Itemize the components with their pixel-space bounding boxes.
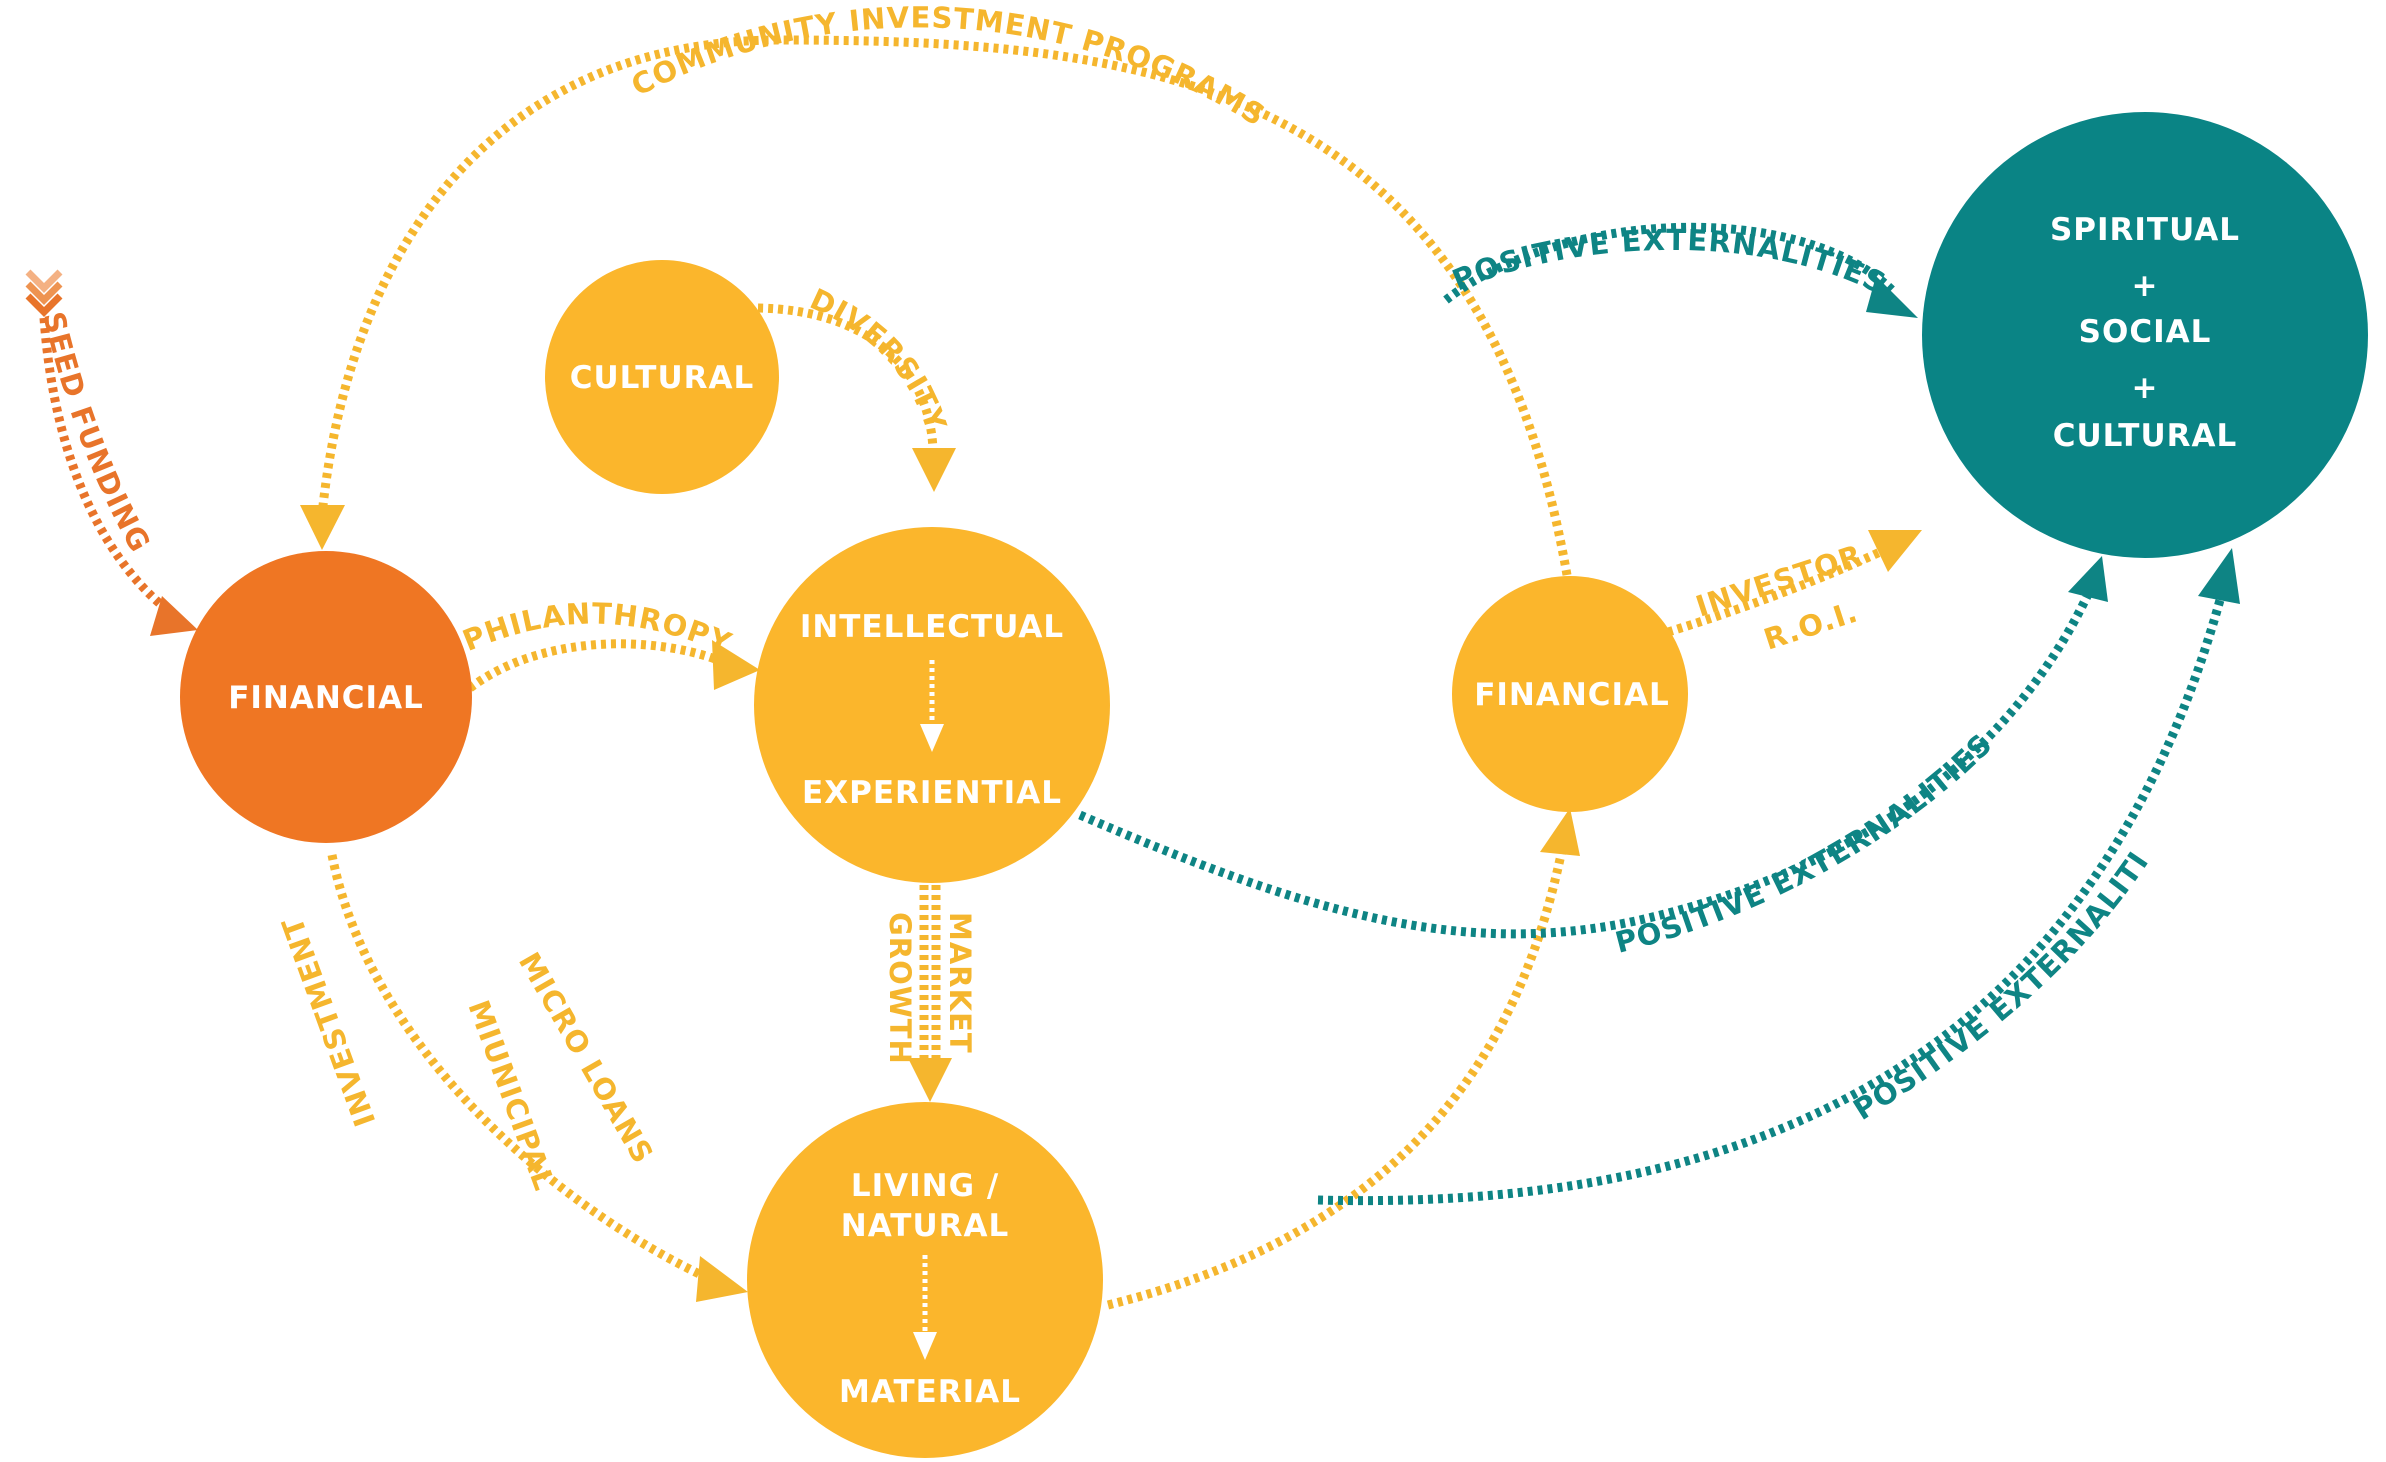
label-cultural: CULTURAL [570, 360, 754, 396]
label-plus-2: + [2132, 370, 2159, 406]
label-material: MATERIAL [839, 1374, 1021, 1410]
seed-chevron-icon [25, 269, 63, 317]
node-spiritual [1922, 112, 2368, 558]
arrow-head-philanthropy [712, 640, 760, 690]
edge-pos-ext-mid [1078, 588, 2095, 939]
arrow-head-community [300, 505, 345, 550]
arrow-head-pos-ext-low [2198, 548, 2240, 604]
label-spiritual: SPIRITUAL [2050, 212, 2240, 248]
node-financial-right [1452, 576, 1688, 812]
label-roi: R.O.I. [1760, 594, 1863, 656]
edge-diversity [757, 303, 938, 451]
label-living: LIVING / [851, 1168, 999, 1204]
arrow-head-pos-ext-mid [2068, 556, 2108, 602]
label-natural: NATURAL [841, 1208, 1009, 1244]
label-cultural-big: CULTURAL [2053, 418, 2237, 454]
edge-pos-ext-low [1317, 598, 2225, 1206]
label-market: MARKET [943, 912, 977, 1054]
edge-seed-funding [39, 317, 181, 622]
node-cultural [545, 260, 779, 494]
internal-arrow-head-intellectual [920, 724, 944, 752]
edge-community-investment [317, 35, 1572, 576]
edge-pos-ext-top [1443, 222, 1896, 304]
node-intellectual [754, 527, 1110, 883]
node-financial-left [180, 551, 472, 843]
arrow-head-pos-ext-top [1866, 276, 1918, 318]
label-intellectual: INTELLECTUAL [800, 609, 1064, 645]
arrow-head-micro-loans [696, 1256, 748, 1302]
internal-arrow-head-living [913, 1332, 937, 1360]
edge-micro-loans [327, 854, 714, 1285]
label-plus-1: + [2132, 268, 2159, 304]
label-social: SOCIAL [2079, 314, 2212, 350]
label-diversity: DIVERSITY [805, 282, 953, 436]
label-pos-ext-mid: POSITIVE EXTERNALITIES [1612, 727, 1999, 960]
arrow-head-investor-roi [1868, 530, 1922, 572]
arrow-head-diversity [912, 448, 956, 492]
label-community-investment: COMMUNITY INVESTMENT PROGRAMS [626, 0, 1272, 133]
label-investment: INVESTMENT [275, 912, 382, 1131]
label-municipal: MIUNICIPAL [461, 996, 561, 1195]
label-growth: GROWTH [883, 912, 917, 1065]
label-financial-right: FINANCIAL [1474, 677, 1670, 713]
edge-philanthropy [467, 639, 720, 692]
arrow-head-market-growth [908, 1058, 952, 1102]
label-pos-ext-top: POSITIVE EXTERNALITIES [1447, 223, 1891, 301]
arrow-head-living-to-financial [1540, 808, 1580, 856]
edge-living-to-financial [1106, 849, 1567, 1310]
label-financial-left: FINANCIAL [228, 680, 424, 716]
label-experiential: EXPERIENTIAL [802, 775, 1062, 811]
edge-investor-roi [1666, 547, 1882, 637]
arrow-head-seed [150, 596, 198, 636]
